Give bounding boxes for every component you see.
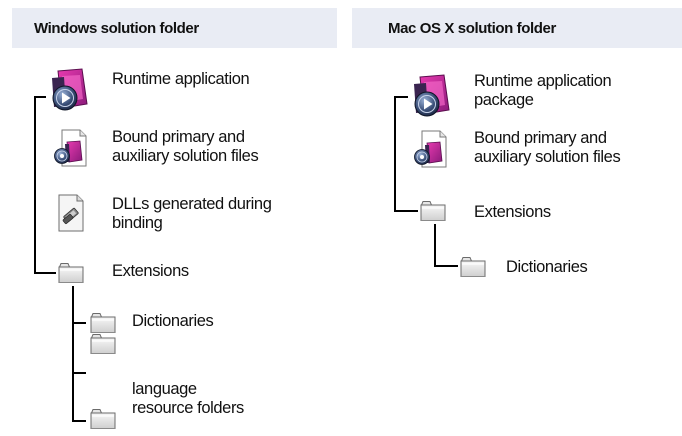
folder-icon [90, 312, 116, 334]
solution-file-icon [52, 128, 88, 168]
dictionaries-label: Dictionaries [506, 258, 588, 276]
tree-connector [434, 265, 458, 267]
runtime-app-icon [50, 68, 90, 112]
folder-icon [90, 333, 116, 355]
tree-connector [34, 96, 36, 274]
tree-connector [434, 224, 436, 267]
tree-connector [394, 96, 408, 98]
tree-connector [394, 210, 418, 212]
windows-folder-header: Windows solution folder [12, 8, 337, 48]
tree-connector [72, 420, 86, 422]
runtime-app-label: Runtime application [112, 70, 250, 88]
folder-icon [58, 262, 84, 284]
solution-file-icon [412, 129, 448, 169]
mac-folder-header: Mac OS X solution folder [352, 8, 682, 48]
dictionaries-label: Dictionaries [132, 312, 214, 330]
folder-icon [90, 408, 116, 430]
runtime-app-icon [412, 74, 452, 118]
folder-icon [460, 256, 486, 278]
folder-icon [420, 200, 446, 222]
tree-connector [34, 96, 46, 98]
dll-icon [56, 193, 86, 233]
tree-connector [394, 96, 396, 211]
extensions-label: Extensions [474, 203, 551, 221]
tree-connector [72, 372, 86, 374]
extensions-label: Extensions [112, 262, 189, 280]
tree-connector [72, 286, 74, 422]
tree-connector [72, 322, 86, 324]
tree-connector [34, 272, 56, 274]
